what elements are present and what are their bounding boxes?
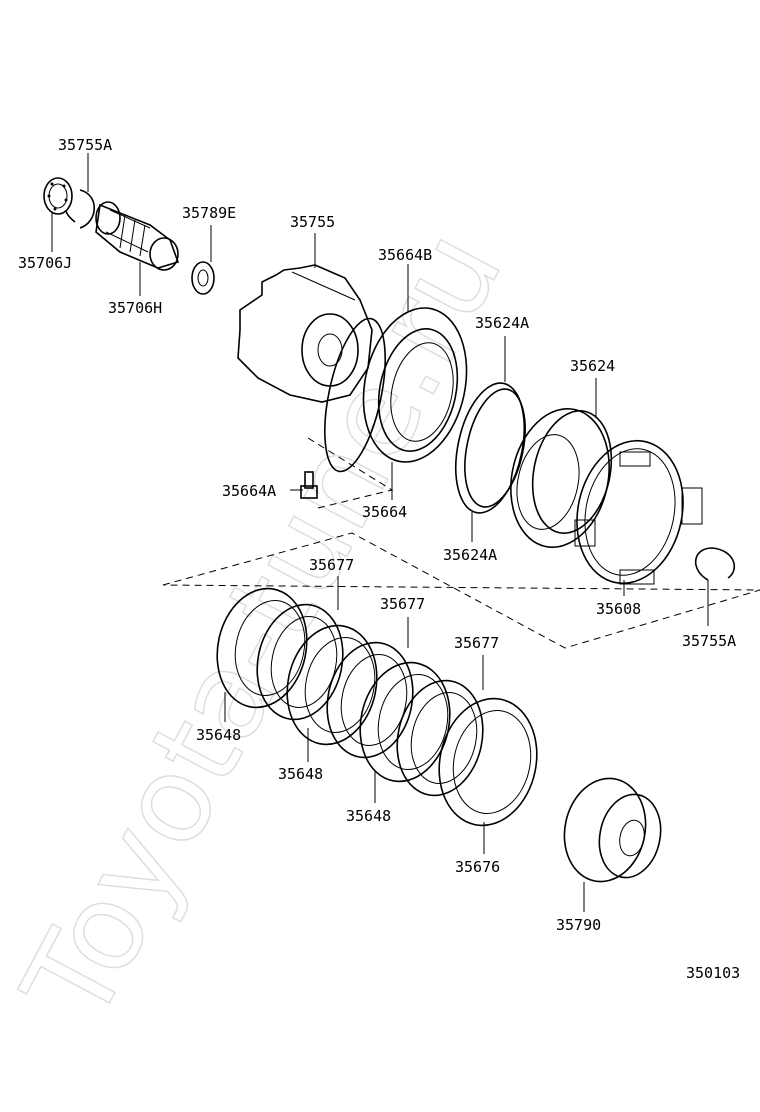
callout-35608: 35608 [596, 600, 641, 618]
callout-35624a-top: 35624A [475, 314, 529, 332]
callout-35624a-bottom: 35624A [443, 546, 497, 564]
diagram-code: 350103 [686, 964, 740, 982]
snap-ring-35755a-right [694, 547, 736, 581]
callout-35676: 35676 [455, 858, 500, 876]
leader-lines [51, 153, 709, 912]
snap-ring-35755a-top [65, 189, 95, 229]
callout-35706h: 35706H [108, 299, 162, 317]
snap-ring-35664b [324, 317, 386, 473]
clutch-plate-35648-1 [216, 587, 308, 709]
clutch-pack-outline [162, 532, 760, 649]
callout-35664: 35664 [362, 503, 407, 521]
callout-35789e: 35789E [182, 204, 236, 222]
clutch-disc-35677-3 [396, 679, 484, 797]
piston-35664 [362, 307, 468, 463]
spring-retainer-35608 [574, 439, 703, 585]
callout-35677-1: 35677 [309, 556, 354, 574]
shaft-35706h [95, 201, 180, 271]
callout-35790: 35790 [556, 916, 601, 934]
bolt-35664a [300, 471, 318, 499]
callout-35664b: 35664B [378, 246, 432, 264]
watermark-text: Toyota-tune.ru [0, 209, 530, 1044]
thrust-washer-35789e [191, 261, 215, 295]
clutch-disc-35677-1 [256, 603, 344, 721]
callout-35648-3: 35648 [346, 807, 391, 825]
clutch-plate-35648-2 [286, 624, 378, 746]
callout-35648-2: 35648 [278, 765, 323, 783]
piston-housing-35624 [510, 408, 613, 548]
clutch-disc-35677-2 [326, 641, 414, 759]
callout-35755: 35755 [290, 213, 335, 231]
o-ring-35624a-pair [455, 382, 526, 514]
callout-35755a-top: 35755A [58, 136, 112, 154]
callout-35664a: 35664A [222, 482, 276, 500]
hub-35790 [563, 777, 662, 883]
callout-35624: 35624 [570, 357, 615, 375]
callout-35755a-right: 35755A [682, 632, 736, 650]
callout-35706j: 35706J [18, 254, 72, 272]
callout-35677-2: 35677 [380, 595, 425, 613]
bearing-35706j [43, 177, 73, 215]
flange-35676 [438, 697, 538, 827]
callout-35677-3: 35677 [454, 634, 499, 652]
clutch-plate-35648-3 [359, 661, 451, 783]
callout-35648-1: 35648 [196, 726, 241, 744]
